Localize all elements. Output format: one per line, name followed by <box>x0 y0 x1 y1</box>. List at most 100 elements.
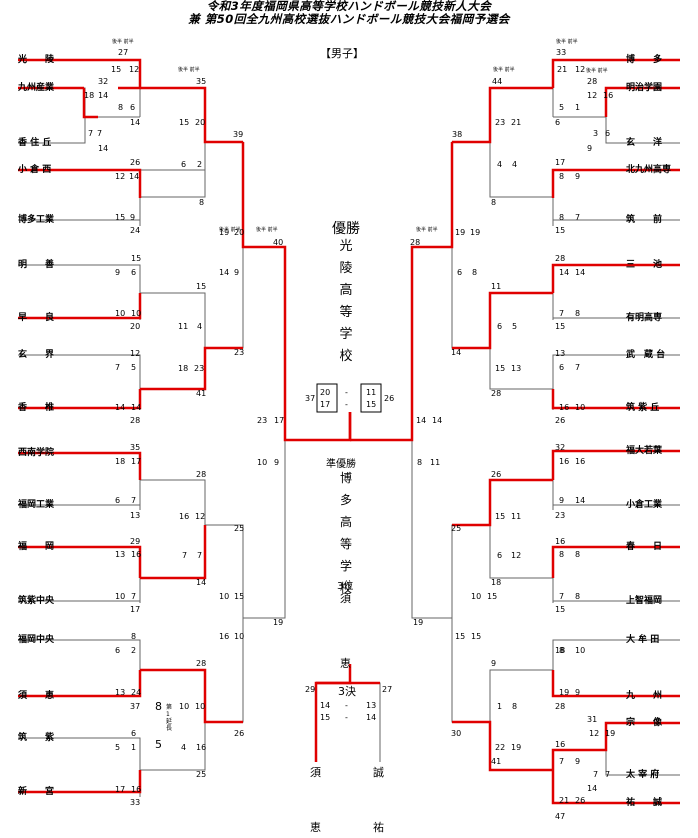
red-line-27 <box>452 478 553 527</box>
score-76: 19 <box>273 618 284 627</box>
team-right-8: 筑 紫 丘 <box>626 403 660 413</box>
score-152: 9 <box>559 496 565 505</box>
team-right-13: 大 牟 田 <box>626 635 660 645</box>
red-line-13 <box>140 668 243 724</box>
third-left-half-1: 14 <box>320 701 331 710</box>
score-124: 8 <box>472 268 478 277</box>
score-61: 12 <box>195 512 206 521</box>
champion-label: 優勝 <box>332 221 360 237</box>
half-header-1: 後半 前半 <box>178 67 200 73</box>
score-7: 6 <box>130 103 136 112</box>
team-right-1: 明治学園 <box>626 83 663 93</box>
champ-char-0: 光 <box>339 239 353 254</box>
third-winner-left: 恵 <box>310 821 321 834</box>
score-138: 28 <box>491 389 502 398</box>
ot-char-0: 第 <box>166 704 173 711</box>
final-dash-1: - <box>345 388 348 397</box>
score-107: 9 <box>587 144 593 153</box>
gray-line-44 <box>552 750 680 804</box>
score-185: 41 <box>491 757 502 766</box>
score-15: 15 <box>115 213 126 222</box>
red-line-12 <box>140 525 207 580</box>
team-right-9: 福大若葉 <box>626 446 663 456</box>
red-line-3 <box>18 168 142 198</box>
red-line-0 <box>18 58 142 90</box>
score-12: 26 <box>130 158 141 167</box>
score-68: 16 <box>131 550 142 559</box>
score-87: 16 <box>196 743 207 752</box>
score-24: 39 <box>233 130 244 139</box>
runner-char-0: 博 <box>339 471 352 485</box>
red-line-29 <box>350 142 454 442</box>
score-57: 7 <box>131 496 137 505</box>
score-5: 14 <box>98 91 109 100</box>
score-65: 25 <box>234 524 245 533</box>
score-69: 10 <box>115 592 126 601</box>
score-170: 15 <box>455 632 466 641</box>
gray-line-31 <box>552 219 680 226</box>
final-right-box <box>360 383 382 413</box>
third-winner-right: 祐 <box>373 821 384 834</box>
gray-line-34 <box>552 354 680 410</box>
team-left-1: 九州産業 <box>18 83 55 93</box>
score-19: 15 <box>179 118 190 127</box>
score-160: 18 <box>491 578 502 587</box>
gray-line-43 <box>605 750 680 776</box>
score-35: 20 <box>130 322 141 331</box>
third-left-half-2: 15 <box>320 713 331 722</box>
runner-char-5: 校 <box>339 581 352 595</box>
score-33: 10 <box>115 309 126 318</box>
red-line-16 <box>604 86 680 117</box>
score-141: 7 <box>575 363 581 372</box>
score-73: 15 <box>234 592 245 601</box>
gray-line-49 <box>451 141 490 349</box>
score-30: 15 <box>131 254 142 263</box>
score-78: 6 <box>115 646 121 655</box>
score-171: 15 <box>471 632 482 641</box>
score-176: 19 <box>559 688 570 697</box>
third-left-team: 須 <box>310 766 321 779</box>
gray-line-12 <box>18 600 141 603</box>
team-right-0: 博 多 <box>626 55 663 65</box>
gray-line-52 <box>350 246 452 441</box>
runner-up-name: 博多高等学校 <box>336 467 356 599</box>
score-92: 1 <box>131 743 137 752</box>
third-match-title: 3決 <box>338 685 356 698</box>
score-26: 20 <box>234 228 245 237</box>
final-dash-2: - <box>345 400 348 409</box>
team-right-6: 有明高専 <box>626 313 663 323</box>
final-right-half-2: 15 <box>366 400 377 409</box>
score-125: 28 <box>410 238 421 247</box>
score-43: 12 <box>130 349 141 358</box>
team-right-15: 宗 像 <box>626 718 663 728</box>
red-line-10 <box>140 86 243 144</box>
half-header-6: 後半 前半 <box>493 67 515 73</box>
score-51: 10 <box>257 458 268 467</box>
team-right-5: 三 池 <box>626 260 663 270</box>
score-139: 13 <box>555 349 566 358</box>
runner-char-4: 学 <box>339 559 352 573</box>
score-151: 16 <box>575 457 586 466</box>
score-62: 7 <box>182 551 188 560</box>
champ-char-2: 高 <box>339 283 353 298</box>
score-53: 35 <box>130 443 141 452</box>
score-84: 10 <box>179 702 190 711</box>
score-113: 15 <box>555 226 566 235</box>
score-103: 1 <box>575 103 581 112</box>
champ-char-4: 学 <box>339 327 353 342</box>
score-148: 11 <box>430 458 441 467</box>
score-104: 6 <box>555 118 561 127</box>
score-172: 19 <box>413 618 424 627</box>
score-89: 25 <box>196 770 207 779</box>
score-116: 21 <box>511 118 522 127</box>
team-left-0: 光 陵 <box>18 55 55 65</box>
score-192: 7 <box>593 770 599 779</box>
score-22: 2 <box>197 160 203 169</box>
score-153: 14 <box>575 496 586 505</box>
score-105: 3 <box>593 129 599 138</box>
score-4: 18 <box>84 91 95 100</box>
title-line-2: 兼 第50回全九州高校選抜ハンドボール競技大会福岡予選会 <box>188 12 510 26</box>
red-line-6 <box>18 451 142 480</box>
team-left-2: 香 住 丘 <box>18 138 52 148</box>
red-line-9 <box>18 770 142 794</box>
